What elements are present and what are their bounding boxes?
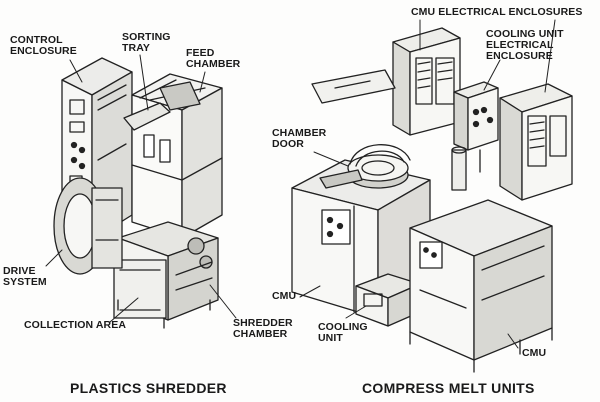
label-cooling-unit: COOLING UNIT: [318, 321, 368, 344]
compress-melt-units-drawing: [291, 27, 573, 373]
label-control-enclosure: CONTROL ENCLOSURE: [10, 34, 77, 57]
sorting-tray: [123, 102, 171, 163]
shredder-leader-lines: [45, 54, 237, 323]
cmu-electrical-enclosure-right: [499, 83, 573, 201]
collection-area-bin: [113, 259, 167, 319]
label-shredder-chamber: SHREDDER CHAMBER: [233, 317, 293, 340]
caption-compress-melt-units: COMPRESS MELT UNITS: [362, 380, 535, 396]
caption-plastics-shredder: PLASTICS SHREDDER: [70, 380, 227, 396]
label-cmu-left: CMU: [272, 290, 297, 302]
label-feed-chamber: FEED CHAMBER: [186, 47, 241, 70]
cmu-leader-lines: [299, 19, 556, 349]
label-drive-system: DRIVE SYSTEM: [3, 265, 47, 288]
label-cooling-unit-electrical-enclosure: COOLING UNIT ELECTRICAL ENCLOSURE: [486, 28, 564, 62]
label-collection-area: COLLECTION AREA: [24, 319, 127, 331]
label-cmu-electrical-enclosures: CMU ELECTRICAL ENCLOSURES: [411, 6, 583, 18]
cmu-machine-left: [291, 69, 467, 319]
cooling-unit-electrical-enclosure: [453, 81, 499, 173]
plastics-shredder-drawing: [53, 57, 223, 329]
feed-chamber-hopper: [131, 73, 223, 239]
label-chamber-door: CHAMBER DOOR: [272, 127, 327, 150]
label-cmu-right: CMU: [522, 347, 547, 359]
cmu-machine-right: [409, 199, 553, 373]
label-sorting-tray: SORTING TRAY: [122, 31, 171, 54]
drive-system: [53, 177, 123, 275]
cmu-electrical-enclosure-left: [392, 27, 461, 136]
